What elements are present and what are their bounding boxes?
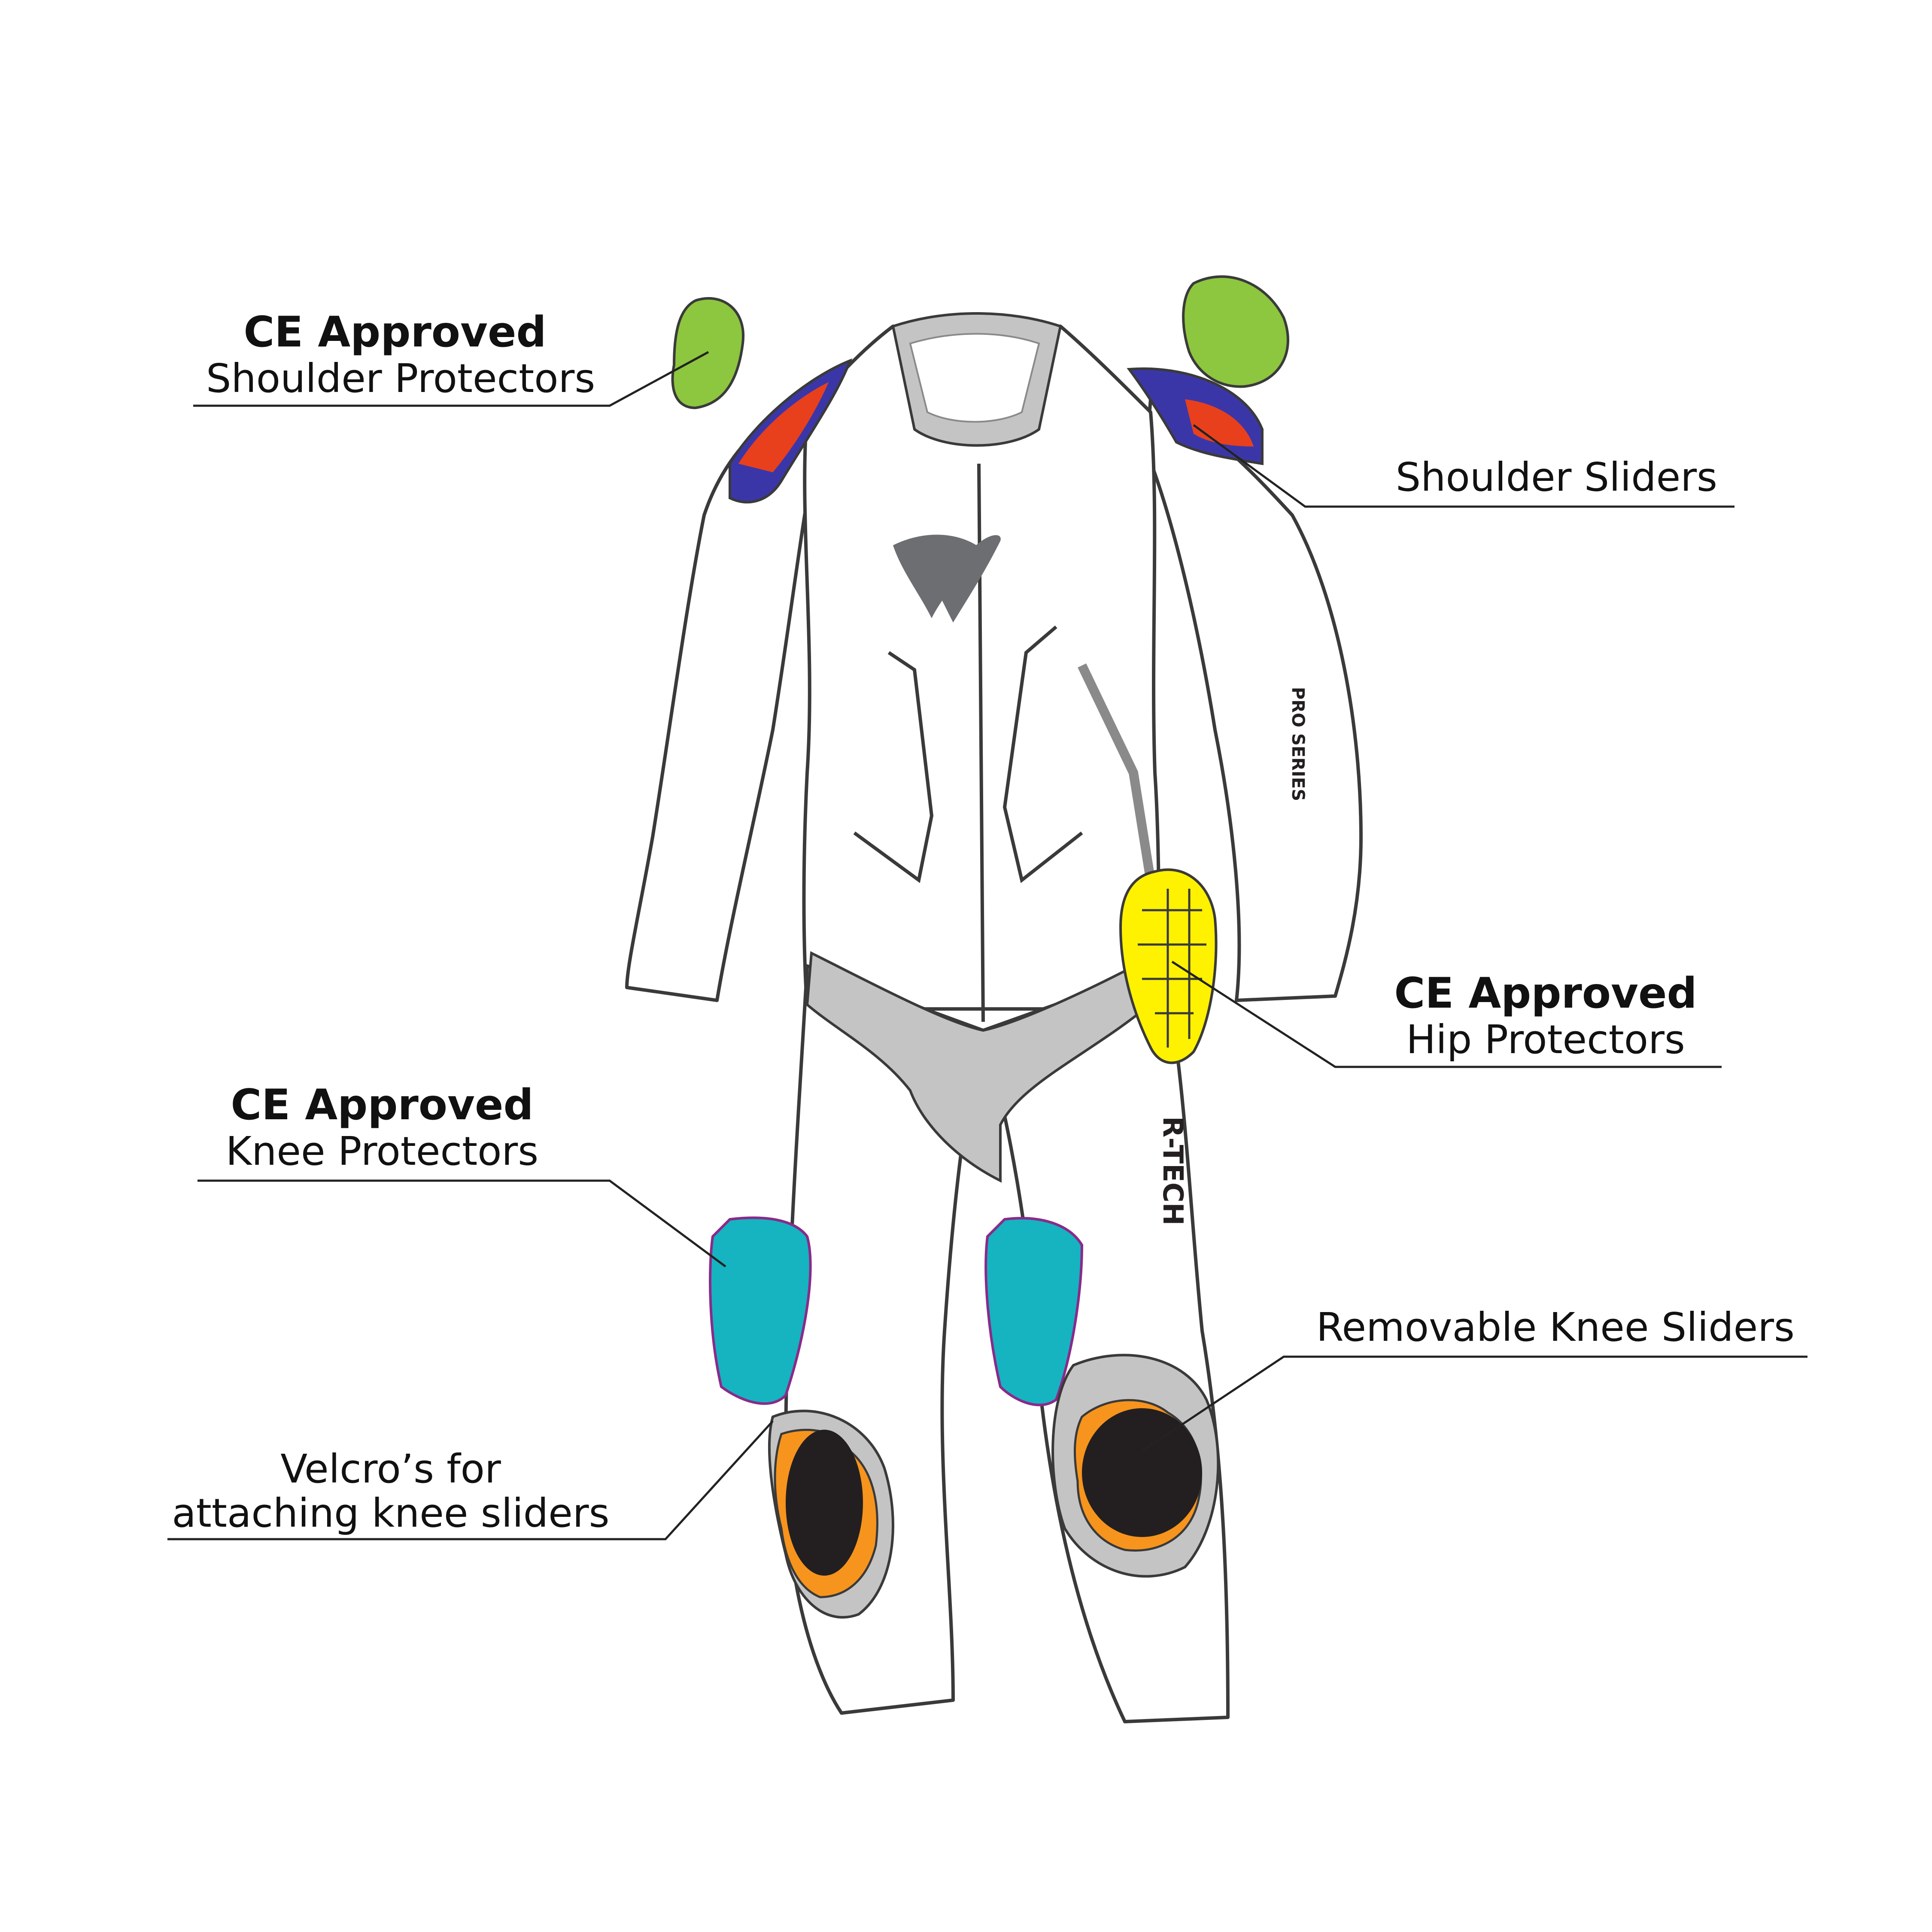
callout-velcros-line1: Velcro’s for [280, 1446, 501, 1492]
hip-protector-grid [1138, 889, 1206, 1048]
sleeve-print: PRO SERIES [1288, 687, 1308, 801]
leader-shoulder-sliders [1193, 424, 1735, 508]
callout-shoulder-sliders: Shoulder Sliders [1331, 455, 1717, 499]
left-sleeve [625, 398, 817, 1002]
right-shoulder-protector [1182, 275, 1289, 388]
callout-shoulder-protectors-bold: CE Approved [243, 308, 547, 357]
callout-velcros-line2: attaching knee sliders [172, 1490, 610, 1537]
callout-velcros: Velcro’s for attaching knee sliders [172, 1447, 610, 1535]
left-knee-slider-puck [786, 1430, 863, 1576]
callout-knee-protectors-text: Knee Protectors [225, 1128, 539, 1174]
chest-logo [893, 535, 1001, 623]
leader-hip-protectors [1171, 960, 1722, 1068]
torso-panel-left [853, 651, 934, 883]
right-shoulder-slider-red [1185, 399, 1254, 447]
callout-knee-protectors: CE Approved Knee Protectors [202, 1081, 562, 1174]
callout-shoulder-protectors-text: Shoulder Protectors [206, 355, 595, 401]
left-shoulder-slider-red [738, 382, 829, 472]
leader-shoulder-protectors [193, 351, 709, 407]
callout-shoulder-protectors: CE Approved Shoulder Protectors [206, 308, 595, 401]
callout-removable-knee-sliders-text: Removable Knee Sliders [1316, 1304, 1795, 1350]
callout-hip-protectors: CE Approved Hip Protectors [1374, 970, 1717, 1062]
collar-mesh-inner [909, 333, 1040, 423]
side-stripe-right [1078, 663, 1155, 881]
callout-hip-protectors-text: Hip Protectors [1406, 1016, 1685, 1063]
leader-removable-knee-sliders [1141, 1355, 1807, 1452]
right-knee-protector [984, 1217, 1084, 1406]
leg-brand: R-TECH [1157, 1116, 1188, 1225]
callout-shoulder-sliders-text: Shoulder Sliders [1395, 454, 1717, 500]
callout-hip-protectors-bold: CE Approved [1394, 969, 1697, 1018]
callout-knee-protectors-bold: CE Approved [231, 1081, 534, 1130]
callout-removable-knee-sliders: Removable Knee Sliders [1309, 1305, 1795, 1349]
right-knee-slider-puck [1082, 1408, 1202, 1537]
leader-velcros [167, 1420, 774, 1540]
crotch-panel [805, 951, 1161, 1183]
leader-knee-protectors [197, 1179, 726, 1268]
right-sleeve [1145, 398, 1363, 1002]
left-knee-protector [709, 1216, 812, 1405]
torso-panel-right [1002, 625, 1083, 884]
